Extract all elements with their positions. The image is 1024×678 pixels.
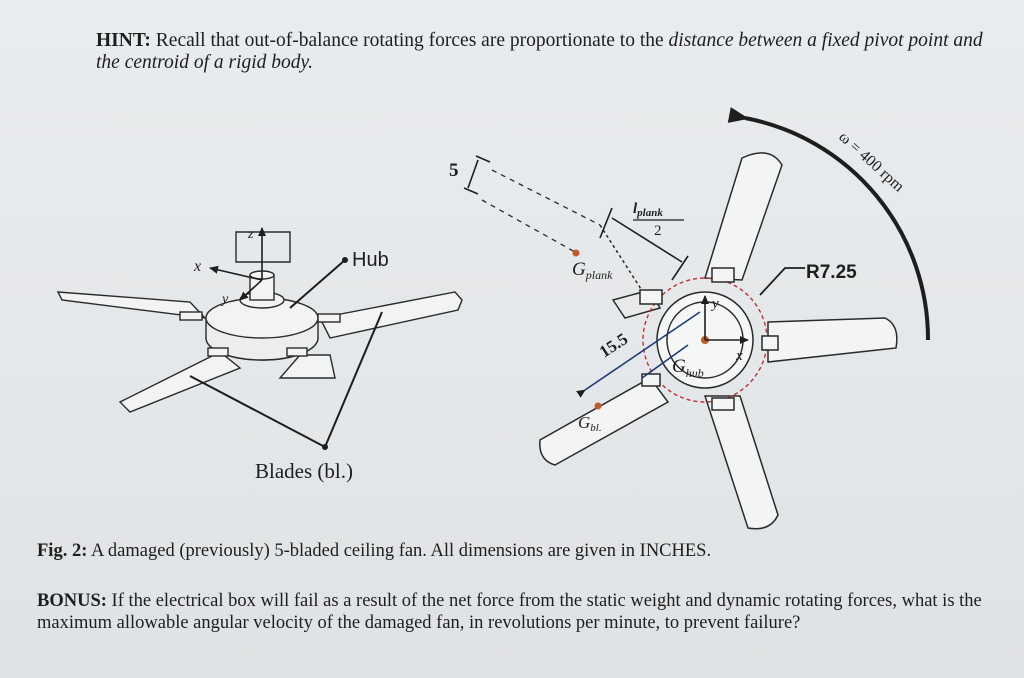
g-plank-point — [572, 249, 580, 257]
blades-label: Blades (bl.) — [255, 459, 353, 483]
right-axes — [701, 295, 749, 344]
rotation-arrow — [727, 107, 931, 341]
left-bracket-4 — [207, 347, 229, 357]
bracket-left — [641, 373, 661, 387]
left-bracket-2 — [317, 313, 341, 323]
right-blade-bottom — [703, 395, 779, 530]
right-blade-top — [704, 152, 783, 281]
right-axis-y-label: y — [710, 296, 719, 312]
right-fan-drawing — [539, 152, 898, 530]
bonus-question: BONUS: If the electrical box will fail a… — [37, 591, 987, 634]
dim-15-5-line — [576, 311, 701, 398]
g-bl-point — [594, 402, 602, 410]
left-blade-1 — [56, 291, 207, 319]
caption-text: A damaged (previously) 5-bladed ceiling … — [87, 541, 712, 561]
hub-leader-line — [289, 259, 346, 309]
left-axes — [209, 227, 266, 301]
radius-label: R7.25 — [806, 262, 857, 283]
l-plank-dimension — [599, 207, 689, 281]
hint-text: Recall that out-of-balance rotating forc… — [150, 30, 669, 51]
hint-label: HINT: — [96, 30, 151, 51]
left-axis-x-label: x — [193, 258, 201, 275]
caption-label: Fig. 2: — [37, 541, 88, 561]
hint-paragraph: HINT: Recall that out-of-balance rotatin… — [96, 30, 996, 74]
bracket-bottom — [711, 397, 735, 411]
right-blade-right — [767, 317, 898, 363]
left-blade-2 — [318, 291, 463, 339]
fan-figure: x y z Hub Blades (bl.) — [56, 107, 931, 530]
omega-label: ω = 400 rpm — [835, 128, 907, 195]
hub-label: Hub — [352, 249, 389, 271]
bonus-text: If the electrical box will fail as a res… — [37, 591, 982, 633]
plank-extension-lines — [481, 169, 601, 253]
left-bracket-1 — [179, 311, 203, 321]
left-axis-z-label: z — [247, 227, 254, 242]
left-blade-3 — [118, 351, 242, 413]
left-axis-y-label: y — [220, 292, 229, 307]
dim-5-label: 5 — [449, 160, 459, 181]
bonus-label: BONUS: — [37, 591, 107, 611]
left-y-axis — [239, 279, 263, 301]
right-axis-x-label: x — [735, 348, 743, 364]
bracket-plank — [639, 289, 663, 305]
l-plank-denominator: 2 — [654, 223, 662, 239]
dim-5-bracket — [463, 155, 491, 195]
radius-leader — [759, 267, 805, 296]
g-plank-label: Gplank — [572, 259, 613, 282]
g-bl-label: Gbl. — [578, 413, 602, 434]
figure-caption: Fig. 2: A damaged (previously) 5-bladed … — [37, 540, 997, 562]
left-bracket-3 — [286, 347, 308, 357]
missing-plank-outline — [599, 224, 649, 301]
left-blade-4 — [278, 354, 336, 379]
dim-15-5-label: 15.5 — [596, 329, 631, 361]
l-plank-label: lplank — [633, 201, 663, 219]
left-x-axis — [209, 265, 263, 281]
bracket-top — [711, 267, 735, 283]
right-blade-left — [539, 377, 670, 466]
g-hub-label: Ghub — [672, 356, 704, 380]
left-fan-drawing — [56, 231, 463, 413]
left-mount-frame — [235, 231, 291, 263]
hub-leader-dot — [342, 257, 348, 263]
bracket-right — [761, 335, 779, 351]
blades-leader-dot — [322, 444, 328, 450]
hint-text-italic: distance between a fixed pivot point and… — [96, 30, 983, 73]
